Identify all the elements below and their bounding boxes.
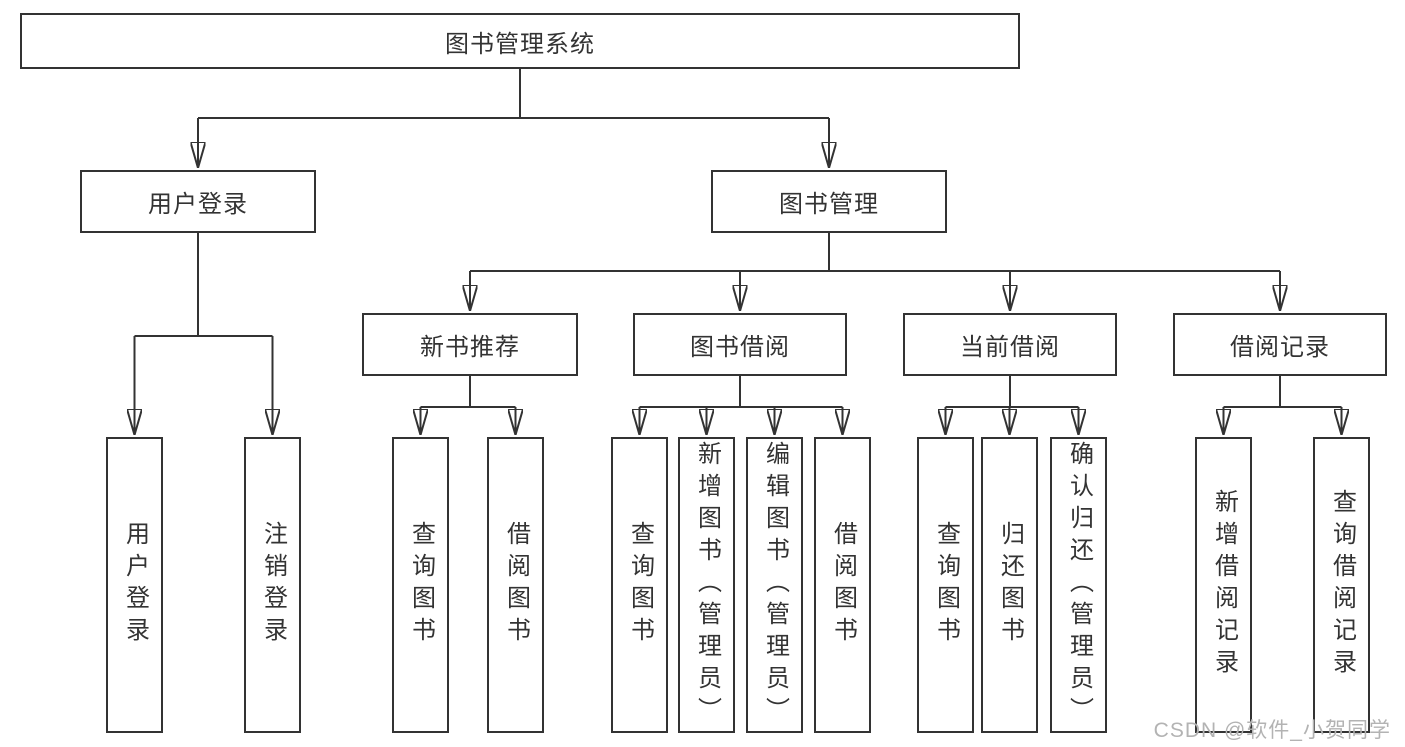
node-current-borrow: 当前借阅: [903, 313, 1117, 376]
leaf-query-books-recommend: 查询图书: [392, 437, 449, 733]
leaf-add-book-admin: 新增图书（管理员）: [678, 437, 735, 733]
leaf-borrow-books-recommend: 借阅图书: [487, 437, 544, 733]
leaf-logout-login: 注销登录: [244, 437, 301, 733]
leaf-user-login: 用户登录: [106, 437, 163, 733]
leaf-confirm-return-admin: 确认归还（管理员）: [1050, 437, 1107, 733]
node-new-book-recommend: 新书推荐: [362, 313, 578, 376]
leaf-query-borrow-record: 查询借阅记录: [1313, 437, 1370, 733]
node-book-management: 图书管理: [711, 170, 947, 233]
node-book-borrow: 图书借阅: [633, 313, 847, 376]
leaf-query-books-borrow: 查询图书: [611, 437, 668, 733]
node-borrow-record: 借阅记录: [1173, 313, 1387, 376]
csdn-watermark: CSDN @软件_小贺同学: [1153, 719, 1391, 742]
node-root-system: 图书管理系统: [20, 13, 1020, 69]
leaf-query-books-current: 查询图书: [917, 437, 974, 733]
leaf-borrow-books: 借阅图书: [814, 437, 871, 733]
leaf-edit-book-admin: 编辑图书（管理员）: [746, 437, 803, 733]
leaf-add-borrow-record: 新增借阅记录: [1195, 437, 1252, 733]
leaf-return-book: 归还图书: [981, 437, 1038, 733]
node-user-login: 用户登录: [80, 170, 316, 233]
